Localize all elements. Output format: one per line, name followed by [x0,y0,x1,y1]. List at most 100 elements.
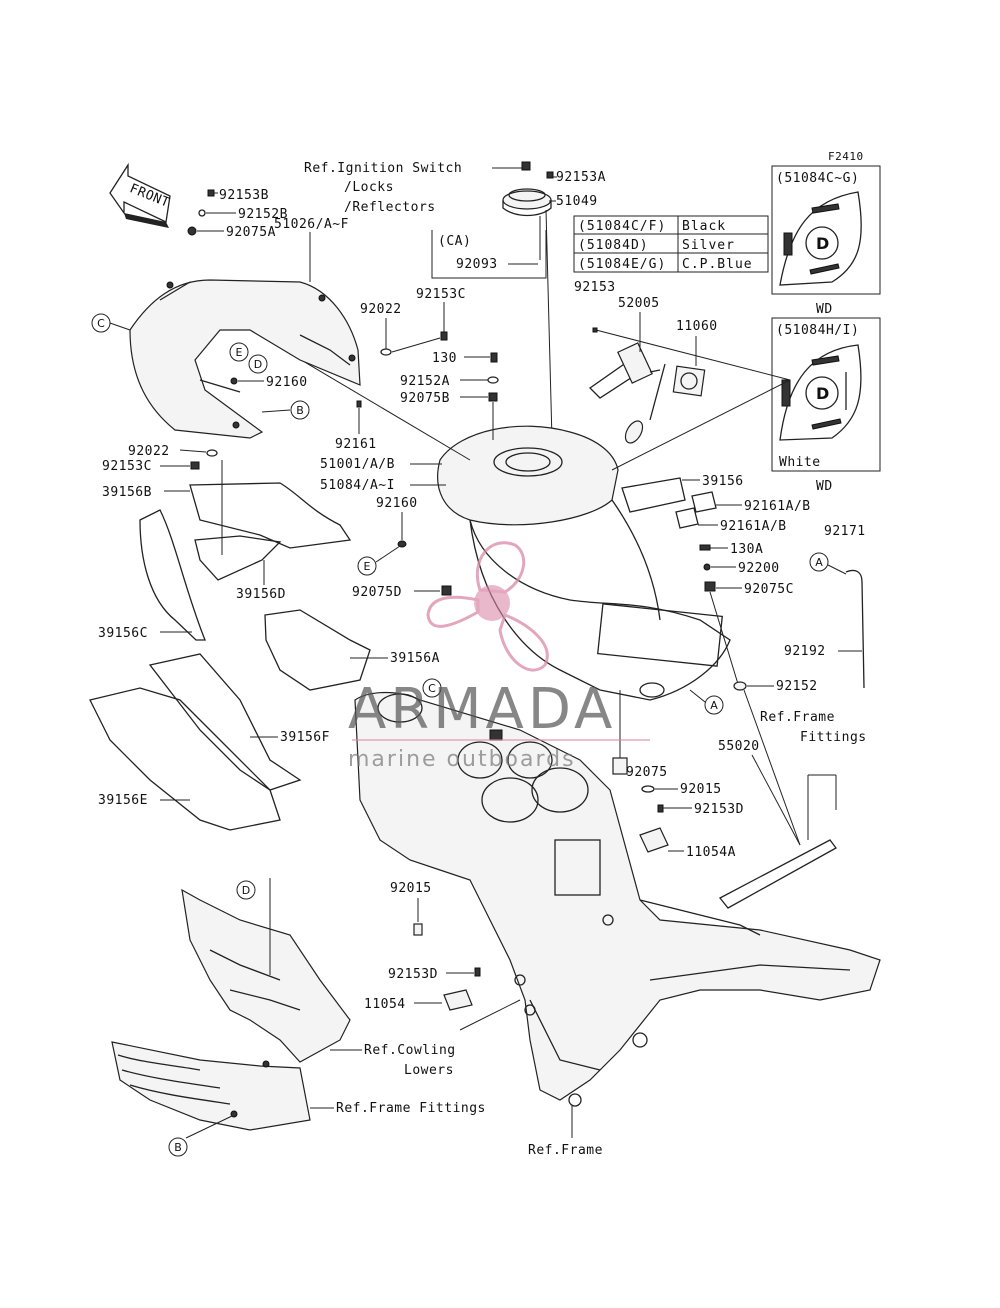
inset-top-code: (51084C~G) [776,171,859,186]
inset-bottom-color: White [779,455,821,470]
frame-strip [719,839,837,909]
front-arrow-icon: FRONT [109,162,172,228]
drain-hose [845,569,865,689]
label-92153C-top: 92153C [416,287,466,302]
inset-bottom-code: (51084H/I) [776,323,859,338]
label-92075C: 92075C [744,582,794,597]
tank-pads [621,477,717,529]
svg-text:B: B [174,1141,182,1154]
watermark-brand: ARMADA [348,677,616,742]
color-code-3: (51084E/G) [578,257,666,272]
callout-c-top: C [91,313,131,333]
label-92153B: 92153B [219,188,269,203]
protective-films [89,482,371,831]
label-92075A: 92075A [226,225,276,240]
figure-code: F2410 [828,150,864,163]
label-92153A: 92153A [556,170,606,185]
lower-cowl-outer [111,1041,311,1131]
label-92160-mid: 92160 [376,496,418,511]
callout-e-mid: E [357,545,401,576]
label-92161: 92161 [335,437,377,452]
label-92200: 92200 [738,561,780,576]
label-92153D-right: 92153D [694,802,744,817]
ref-frame-fittings-2: Fittings [800,730,867,745]
label-92022-left: 92022 [128,444,170,459]
label-51084: 51084/A~I [320,478,395,493]
inset-bottom-caption: WD [816,479,833,494]
label-39156: 39156 [702,474,744,489]
label-11054: 11054 [364,997,406,1012]
color-code-1: (51084C/F) [578,219,666,234]
ref-ca: (CA) [438,234,471,249]
fuel-tank [199,299,791,701]
svg-text:D: D [254,358,262,371]
callout-a-mid: A [689,689,724,715]
watermark-sub: marine outboards [348,747,576,772]
svg-text:D: D [816,384,829,403]
label-92075D: 92075D [352,585,402,600]
callout-d-bottom: D [236,880,256,900]
label-92152: 92152 [776,679,818,694]
svg-text:E: E [236,346,243,359]
color-code-2: (51084D) [578,238,649,253]
svg-text:E: E [364,560,371,573]
label-92015-left: 92015 [390,881,432,896]
callout-b-top: B [261,400,310,420]
svg-text:A: A [710,699,718,712]
label-39156B: 39156B [102,485,152,500]
label-51049: 51049 [556,194,598,209]
ref-frame-fittings-1: Ref.Frame [760,710,835,725]
upper-cowling [129,279,361,439]
label-39156D: 39156D [236,587,286,602]
lower-cowl-inner [181,878,351,1063]
label-92075B: 92075B [400,391,450,406]
label-92153C-left: 92153C [102,459,152,474]
label-92171: 92171 [824,524,866,539]
svg-text:D: D [816,234,829,253]
label-55020: 55020 [718,739,760,754]
label-51026: 51026/A~F [274,217,349,232]
label-11054A: 11054A [686,845,736,860]
callout-e-top: E [229,342,249,362]
label-92093: 92093 [456,257,498,272]
label-39156E: 39156E [98,793,148,808]
svg-text:C: C [428,682,436,695]
label-51001: 51001/A/B [320,457,395,472]
svg-text:C: C [97,317,105,330]
callout-b-bottom: B [168,1137,188,1157]
label-92075: 92075 [626,765,668,780]
svg-text:B: B [296,404,304,417]
main-frame [354,691,881,1107]
label-92153D-left: 92153D [388,967,438,982]
ref-cowling-2: Lowers [404,1063,454,1078]
callout-c-mid: C [422,678,442,698]
watermark-logo-icon [426,541,549,672]
fuel-pump [588,329,791,444]
color-name-1: Black [682,219,726,234]
inset-bottom: (51084H/I) D White [771,317,881,472]
label-92152A: 92152A [400,374,450,389]
ref-reflectors: /Reflectors [344,200,436,215]
fuel-cap [502,161,554,441]
svg-text:D: D [242,884,250,897]
inset-top-caption: WD [816,302,833,317]
callout-a-right: A [809,552,847,575]
label-92192: 92192 [784,644,826,659]
label-92022-top: 92022 [360,302,402,317]
ref-ignition: Ref.Ignition Switch [304,161,462,176]
label-92153: 92153 [574,280,616,295]
label-52005: 52005 [618,296,660,311]
label-92015-right: 92015 [680,782,722,797]
label-92161AB-2: 92161A/B [720,519,787,534]
label-11060: 11060 [676,319,718,334]
color-table: (51084C/F) Black (51084D) Silver (51084E… [573,215,769,273]
label-92160-top: 92160 [266,375,308,390]
svg-text:A: A [815,556,823,569]
callout-d-top: D [248,354,268,374]
color-name-3: C.P.Blue [682,257,753,272]
ref-frame-fittings-bottom: Ref.Frame Fittings [336,1101,486,1116]
ref-cowling-1: Ref.Cowling [364,1043,456,1058]
label-92152B: 92152B [238,207,288,222]
label-39156C: 39156C [98,626,148,641]
